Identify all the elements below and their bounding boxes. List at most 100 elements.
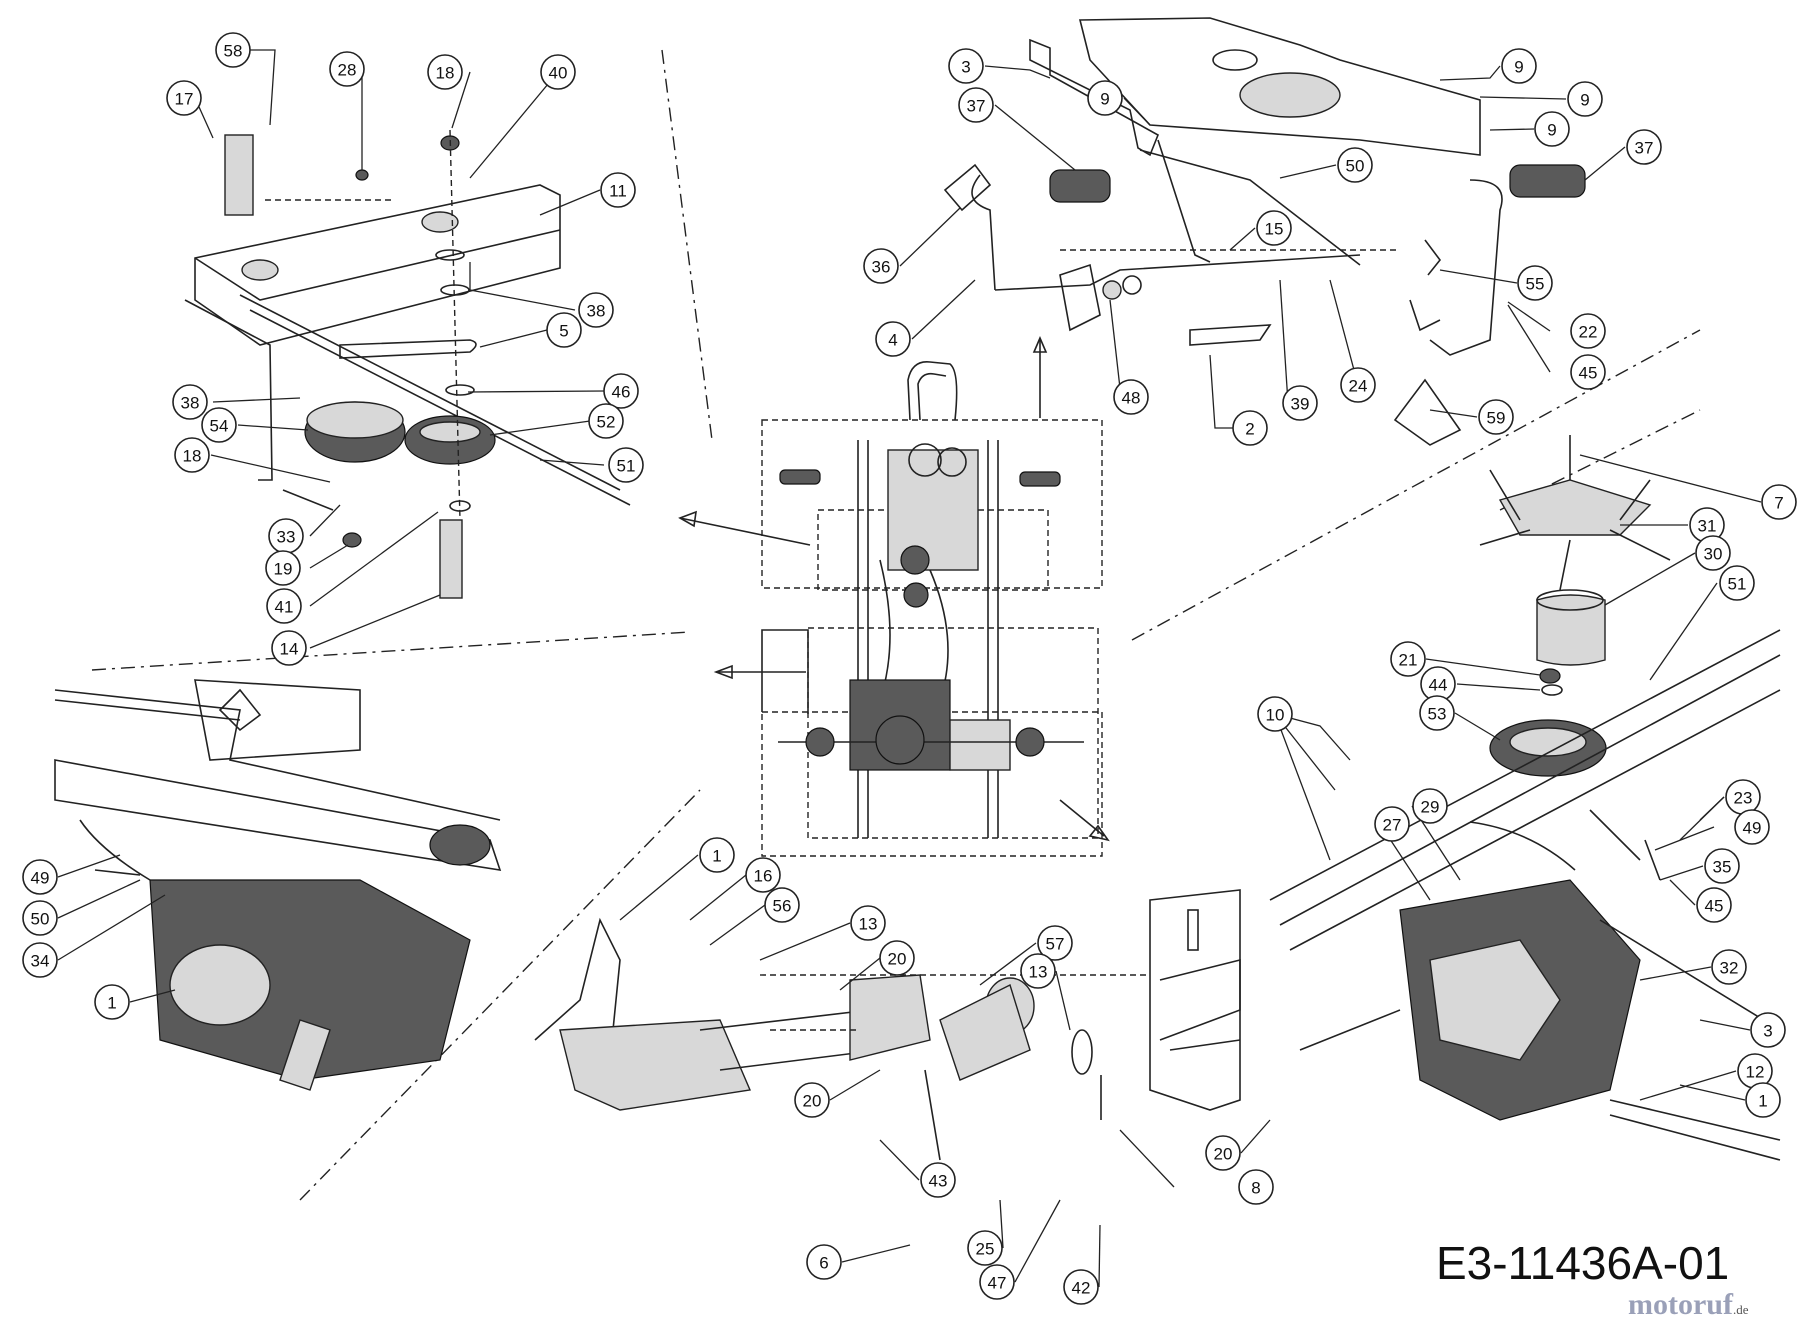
callout-number: 30 <box>1704 545 1723 564</box>
callout-number: 13 <box>1029 963 1048 982</box>
callout-12: 12 <box>1737 1053 1773 1089</box>
callout-number: 2 <box>1245 420 1254 439</box>
callout-number: 31 <box>1698 517 1717 536</box>
callout-number: 20 <box>888 950 907 969</box>
callout-circle <box>745 857 781 893</box>
callout-number: 22 <box>1579 323 1598 342</box>
callout-27: 27 <box>1374 806 1410 842</box>
callout-number: 38 <box>181 394 200 413</box>
callout-circle <box>1570 313 1606 349</box>
callout-18: 18 <box>174 437 210 473</box>
callout-9: 9 <box>1567 81 1603 117</box>
callout-circle <box>1390 641 1426 677</box>
callout-2: 2 <box>1232 410 1268 446</box>
callout-3: 3 <box>948 48 984 84</box>
callout-circle <box>1711 949 1747 985</box>
callout-42: 42 <box>1063 1269 1099 1305</box>
callout-21: 21 <box>1390 641 1426 677</box>
callout-38: 38 <box>578 292 614 328</box>
callout-number: 28 <box>338 61 357 80</box>
callout-9: 9 <box>1087 80 1123 116</box>
callout-circle <box>1340 367 1376 403</box>
callout-circle <box>1063 1269 1099 1305</box>
callout-circle <box>1478 399 1514 435</box>
callout-circle <box>1337 147 1373 183</box>
callout-number: 9 <box>1547 121 1556 140</box>
callout-circle <box>1704 848 1740 884</box>
callout-number: 35 <box>1713 858 1732 877</box>
callout-number: 17 <box>175 90 194 109</box>
watermark-brand: motoruf <box>1628 1288 1733 1321</box>
callout-number: 51 <box>1728 575 1747 594</box>
callout-number: 8 <box>1251 1179 1260 1198</box>
callout-51: 51 <box>1719 565 1755 601</box>
callout-circle <box>1256 210 1292 246</box>
callout-number: 53 <box>1428 705 1447 724</box>
callout-number: 1 <box>107 994 116 1013</box>
callout-31: 31 <box>1689 507 1725 543</box>
callout-number: 48 <box>1122 389 1141 408</box>
callout-50: 50 <box>22 900 58 936</box>
callout-number: 59 <box>1487 409 1506 428</box>
callout-circle <box>1750 1012 1786 1048</box>
callout-number: 45 <box>1579 364 1598 383</box>
callout-25: 25 <box>967 1230 1003 1266</box>
callout-number: 25 <box>976 1240 995 1259</box>
callout-circle <box>166 80 202 116</box>
callout-circle <box>1257 696 1293 732</box>
callout-circle <box>22 859 58 895</box>
callout-number: 19 <box>274 560 293 579</box>
callout-circle <box>1113 379 1149 415</box>
callout-number: 54 <box>210 417 229 436</box>
callout-number: 37 <box>967 97 986 116</box>
callout-47: 47 <box>979 1264 1015 1300</box>
callout-circle <box>1501 48 1537 84</box>
callout-circle <box>863 248 899 284</box>
callout-number: 41 <box>275 598 294 617</box>
callout-10: 10 <box>1257 696 1293 732</box>
callout-circle <box>578 292 614 328</box>
idler-bracket-assembly <box>184 129 631 599</box>
callout-1: 1 <box>699 837 735 873</box>
callout-circle <box>215 32 251 68</box>
callout-55: 55 <box>1517 265 1553 301</box>
callout-circle <box>1412 788 1448 824</box>
callout-40: 40 <box>540 54 576 90</box>
callout-circle <box>608 447 644 483</box>
callout-number: 57 <box>1046 935 1065 954</box>
callout-number: 13 <box>859 915 878 934</box>
callout-circle <box>1282 385 1318 421</box>
callout-circle <box>948 48 984 84</box>
callout-52: 52 <box>588 403 624 439</box>
diagram-code: E3-11436A-01 <box>1436 1237 1730 1289</box>
callout-circle <box>1037 925 1073 961</box>
callout-number: 18 <box>436 64 455 83</box>
callout-circle <box>1626 129 1662 165</box>
callout-number: 50 <box>31 910 50 929</box>
callout-37: 37 <box>1626 129 1662 165</box>
callout-36: 36 <box>863 248 899 284</box>
callout-circle <box>603 373 639 409</box>
callout-circle <box>1567 81 1603 117</box>
callout-circle <box>967 1230 1003 1266</box>
callout-number: 12 <box>1746 1063 1765 1082</box>
callout-number: 1 <box>1758 1092 1767 1111</box>
callout-circle <box>699 837 735 873</box>
callout-54: 54 <box>201 407 237 443</box>
callout-24: 24 <box>1340 367 1376 403</box>
callout-5: 5 <box>546 312 582 348</box>
callout-9: 9 <box>1501 48 1537 84</box>
callout-23: 23 <box>1725 779 1761 815</box>
callout-number: 40 <box>549 64 568 83</box>
callout-59: 59 <box>1478 399 1514 435</box>
callout-number: 45 <box>1705 897 1724 916</box>
callout-number: 11 <box>609 182 627 201</box>
callout-41: 41 <box>266 588 302 624</box>
callout-16: 16 <box>745 857 781 893</box>
callout-35: 35 <box>1704 848 1740 884</box>
callout-29: 29 <box>1412 788 1448 824</box>
callout-13: 13 <box>850 905 886 941</box>
callout-45: 45 <box>1696 887 1732 923</box>
